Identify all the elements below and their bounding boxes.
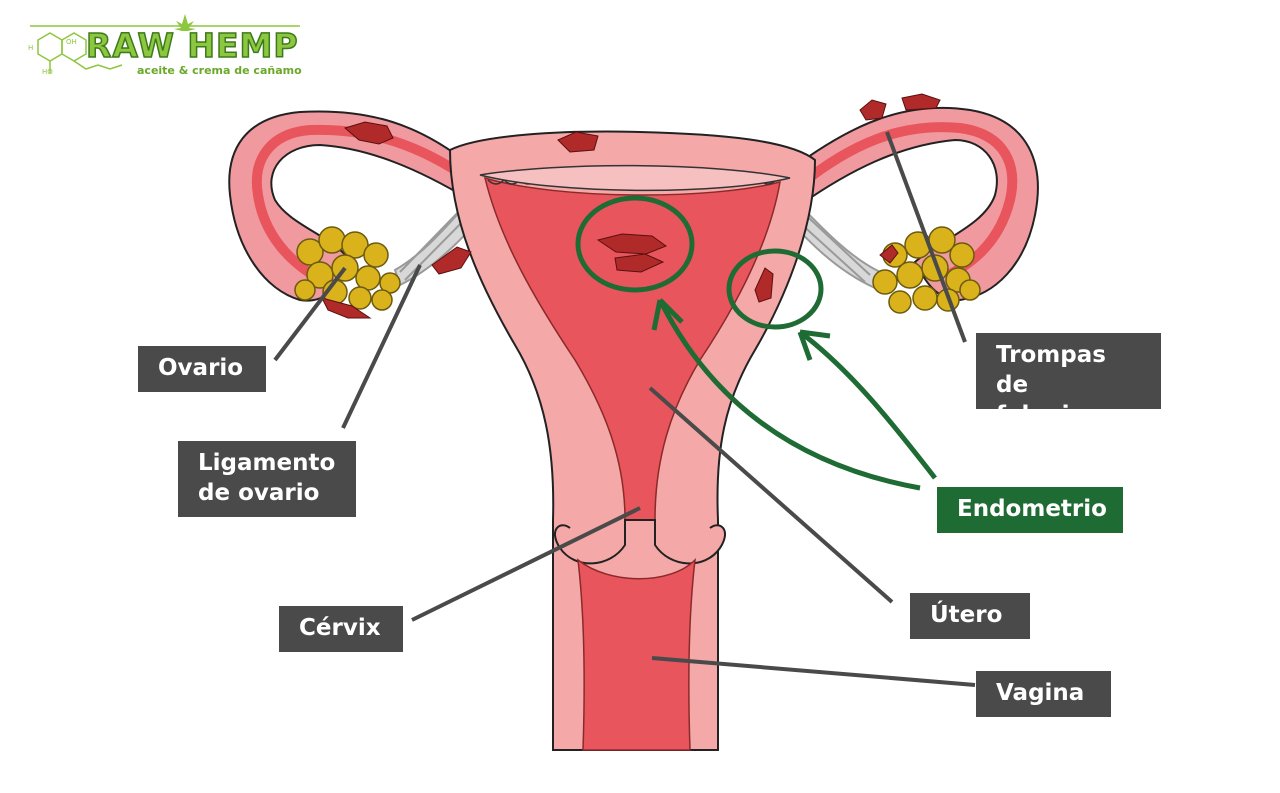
hemp-leaf-icon [174,14,196,31]
logo-mol-oh: OH [66,38,77,46]
label-ligamento-line2: de ovario [198,480,320,506]
logo-mol-ho: HO [42,68,53,76]
arrow-to-uterus [657,298,921,491]
leader-lines [273,131,976,687]
label-trompas-line1: Trompas de [996,342,1106,398]
logo-tagline: aceite & crema de cañamo [137,64,302,77]
label-trompas-line2: falopio [996,402,1086,428]
uterine-cavity [483,176,781,521]
endometrium-circle-uterus [575,195,695,293]
label-utero-text: Útero [930,602,1003,628]
label-vagina: Vagina [976,671,1111,717]
fundus-cap [479,164,791,192]
right-tube-lumen [796,122,1018,280]
label-vagina-text: Vagina [996,680,1085,706]
logo-brand: RAW HEMP [85,25,299,66]
label-cervix: Cérvix [279,606,403,652]
vaginal-canal [577,557,696,751]
label-utero: Útero [910,593,1030,639]
label-cervix-text: Cérvix [299,615,381,641]
label-ligamento: Ligamento de ovario [178,441,356,517]
left-tube-lumen [251,124,473,283]
label-ovario: Ovario [138,346,266,392]
label-endometrio: Endometrio [937,487,1123,533]
arrow-to-tube [798,330,937,480]
logo-molecule [30,25,300,73]
label-trompas: Trompas de falopio [976,333,1161,428]
label-ligamento-line1: Ligamento [198,450,336,476]
logo-mol-h: H [28,44,33,52]
lesions [321,93,941,319]
label-endometrio-text: Endometrio [957,496,1107,522]
endometrium-circle-tube [726,248,824,330]
left-ovary [294,226,401,311]
label-ovario-text: Ovario [158,355,244,381]
